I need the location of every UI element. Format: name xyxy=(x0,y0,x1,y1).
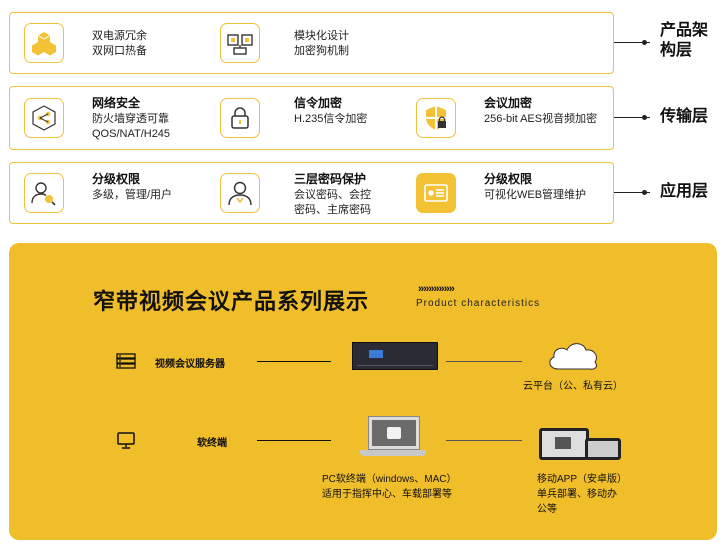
connector-dot xyxy=(642,40,647,45)
feature-web-management: 分级权限 可视化WEB管理维护 xyxy=(410,163,615,223)
cloud-icon xyxy=(544,339,602,378)
arrows-decoration: »»»»»»» xyxy=(418,283,455,295)
feature-network-security: 网络安全 防火墙穿透可靠 QOS/NAT/H245 xyxy=(10,87,210,149)
lock-icon xyxy=(220,98,260,138)
network-share-icon xyxy=(24,98,64,138)
shield-lock-icon xyxy=(416,98,456,138)
layer-label-architecture: 产品架 构层 xyxy=(660,22,709,59)
feature-title: 网络安全 xyxy=(92,96,141,110)
layer-label-transport: 传输层 xyxy=(660,108,709,125)
user-search-icon xyxy=(24,173,64,213)
laptop-image xyxy=(360,416,426,462)
module-icon xyxy=(220,23,260,63)
user-icon xyxy=(220,173,260,213)
cloud-caption: 云平台（公、私有云） xyxy=(523,381,623,392)
feature-meeting-encryption: 会议加密 256-bit AES视音频加密 xyxy=(410,87,615,149)
showcase-title: 窄带视频会议产品系列展示 xyxy=(93,289,370,314)
feature-line: QOS/NAT/H245 xyxy=(92,128,171,140)
feature-redundancy: 双电源冗余 双网口热备 xyxy=(10,13,210,73)
feature-line: 模块化设计 xyxy=(294,30,349,42)
feature-title: 分级权限 xyxy=(92,172,141,186)
feature-title: 会议加密 xyxy=(484,96,533,110)
feature-line: 防火墙穿透可靠 xyxy=(92,113,169,125)
feature-line: 会议密码、会控 xyxy=(294,189,371,201)
connector-line xyxy=(614,192,650,193)
feature-line: 双电源冗余 xyxy=(92,30,147,42)
feature-panel-application: 分级权限 多级，管理/用户 三层密码保护 会议密码、会控 密码、主席密码 分级权… xyxy=(9,162,614,224)
feature-line: 多级，管理/用户 xyxy=(92,189,173,201)
feature-line: 加密狗机制 xyxy=(294,45,349,57)
showcase-panel xyxy=(9,243,717,540)
connector-line xyxy=(446,440,522,441)
feature-permission: 分级权限 多级，管理/用户 xyxy=(10,163,210,223)
connector-line xyxy=(446,361,522,362)
feature-panel-transport: 网络安全 防火墙穿透可靠 QOS/NAT/H245 信令加密 H.235信令加密… xyxy=(9,86,614,150)
feature-line: 可视化WEB管理维护 xyxy=(484,189,587,201)
feature-password: 三层密码保护 会议密码、会控 密码、主席密码 xyxy=(210,163,410,223)
feature-signal-encryption: 信令加密 H.235信令加密 xyxy=(210,87,410,149)
connector-dot xyxy=(642,190,647,195)
feature-title: 分级权限 xyxy=(484,172,533,186)
monitor-icon xyxy=(117,432,135,454)
connector-line xyxy=(614,42,650,43)
feature-line: H.235信令加密 xyxy=(294,113,368,125)
web-panel-icon xyxy=(416,173,456,213)
pc-caption: PC软终端（windows、MAC） 适用于指挥中心、车载部署等 xyxy=(322,474,457,500)
mobile-caption: 移动APP（安卓版） 单兵部署、移动办 公等 xyxy=(537,474,628,515)
cubes-icon xyxy=(24,23,64,63)
feature-modular: 模块化设计 加密狗机制 xyxy=(210,13,410,73)
showcase-subtitle: Product characteristics xyxy=(416,298,541,309)
feature-title: 信令加密 xyxy=(294,96,343,110)
layer-label-application: 应用层 xyxy=(660,183,709,200)
connector-line xyxy=(257,361,331,362)
feature-line: 双网口热备 xyxy=(92,45,147,57)
feature-line: 256-bit AES视音频加密 xyxy=(484,113,598,125)
feature-title: 三层密码保护 xyxy=(294,172,367,186)
connector-line xyxy=(614,117,650,118)
server-device-image xyxy=(352,342,438,370)
server-rack-icon xyxy=(116,353,136,374)
feature-line: 密码、主席密码 xyxy=(294,204,371,216)
connector-line xyxy=(257,440,331,441)
mobile-devices-image xyxy=(539,428,623,462)
server-label: 视频会议服务器 xyxy=(155,359,225,370)
feature-panel-architecture: 双电源冗余 双网口热备 模块化设计 加密狗机制 xyxy=(9,12,614,74)
terminal-label: 软终端 xyxy=(197,438,227,449)
connector-dot xyxy=(642,115,647,120)
